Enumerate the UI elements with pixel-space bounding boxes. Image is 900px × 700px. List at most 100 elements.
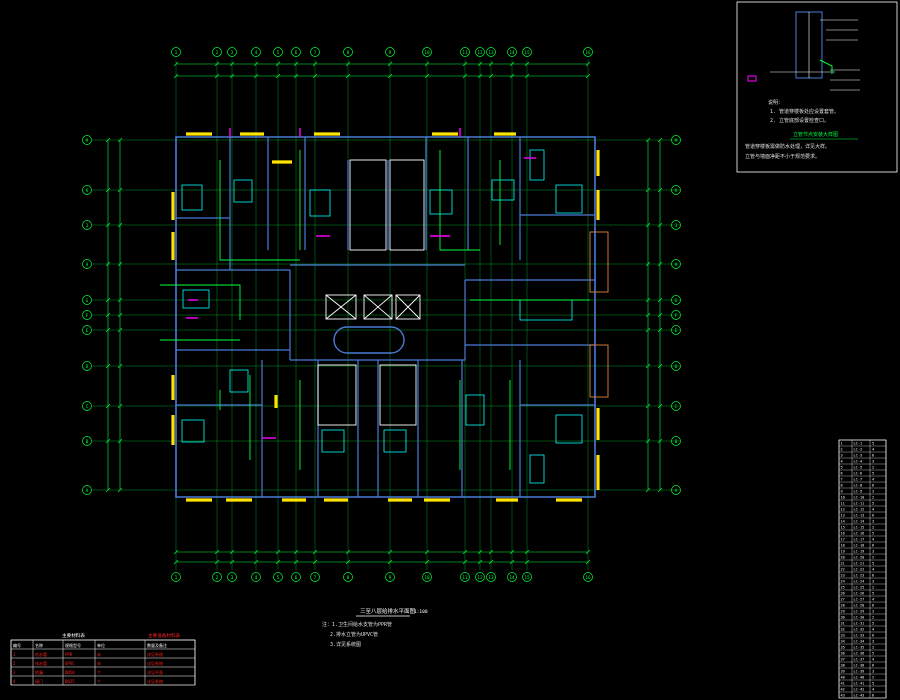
axis-bubble bbox=[82, 259, 92, 269]
dimension-tick bbox=[345, 559, 351, 565]
schedule-cell: LC-2 bbox=[854, 448, 863, 452]
axis-bubble-label: E bbox=[675, 328, 678, 334]
axis-bubble bbox=[82, 185, 92, 195]
schedule-cell: 3 bbox=[872, 610, 874, 614]
axis-bubble bbox=[212, 47, 222, 57]
schedule-cell: LC-24 bbox=[854, 580, 865, 584]
schedule-cell: 36 bbox=[841, 652, 845, 656]
axis-bubble-label: H bbox=[86, 262, 89, 268]
schedule-cell: LC-39 bbox=[854, 670, 865, 674]
schedule-cell: 2 bbox=[872, 586, 874, 590]
schedule-cell: 5 bbox=[872, 562, 874, 566]
schedule-cell: 3 bbox=[872, 490, 874, 494]
schedule-cell: 26 bbox=[841, 592, 845, 596]
schedule-cell: 41 bbox=[841, 682, 845, 686]
schedule-cell: LC-15 bbox=[854, 526, 865, 530]
axis-bubble bbox=[251, 47, 261, 57]
detail-note-1: 1. 管道穿楼板处应设置套管。 bbox=[770, 108, 839, 115]
dimension-tick bbox=[117, 312, 123, 318]
dimension-tick bbox=[645, 363, 651, 369]
dimension-tick bbox=[293, 73, 299, 79]
windows bbox=[171, 132, 600, 502]
dimension-tick bbox=[387, 61, 393, 67]
legend-header-cell: 名称 bbox=[35, 642, 43, 648]
dimension-tick bbox=[645, 261, 651, 267]
schedule-cell: 4 bbox=[872, 628, 874, 632]
schedule-cell: LC-20 bbox=[854, 556, 865, 560]
schedule-cell: LC-17 bbox=[854, 538, 865, 542]
schedule-cell: 2 bbox=[872, 466, 874, 470]
dimension-tick bbox=[657, 297, 663, 303]
drawing-title: 三至八层给排水平面图 bbox=[360, 607, 416, 615]
dimension-tick bbox=[645, 187, 651, 193]
axis-bubble bbox=[422, 47, 432, 57]
schedule-cell: 4 bbox=[872, 598, 874, 602]
legend-cell: 详见系统 bbox=[147, 651, 163, 657]
axis-bubble bbox=[671, 220, 681, 230]
schedule-cell: LC-11 bbox=[854, 502, 865, 506]
axis-bubble bbox=[522, 47, 532, 57]
dimension-tick bbox=[312, 61, 318, 67]
axis-bubble bbox=[343, 572, 353, 582]
dimension-tick bbox=[275, 549, 281, 555]
schedule-cell: 5 bbox=[872, 652, 874, 656]
dimension-tick bbox=[645, 327, 651, 333]
detail-panel: 说明： 1. 管道穿楼板处应设置套管。 2. 立管底部设置检查口。 立管节点安装… bbox=[736, 1, 898, 173]
schedule-cell: 19 bbox=[841, 550, 845, 554]
axis-bubble-label: 4 bbox=[255, 50, 258, 56]
dimension-tick bbox=[657, 487, 663, 493]
axis-bubble-label: A bbox=[675, 488, 678, 494]
dimension-tick bbox=[645, 222, 651, 228]
dimension-tick bbox=[105, 261, 111, 267]
schedule-cell: 38 bbox=[841, 664, 845, 668]
schedule-cell: LC-29 bbox=[854, 610, 865, 614]
dimension-tick bbox=[105, 438, 111, 444]
dimension-tick bbox=[424, 559, 430, 565]
axis-bubble bbox=[82, 220, 92, 230]
legend-cell: 排水管 bbox=[35, 660, 47, 666]
axis-bubble bbox=[671, 135, 681, 145]
axis-bubble bbox=[171, 47, 181, 57]
axis-bubble bbox=[475, 47, 485, 57]
water-pipes bbox=[160, 150, 590, 470]
schedule-cell: LC-35 bbox=[854, 646, 865, 650]
dimension-tick bbox=[657, 261, 663, 267]
schedule-cell: 32 bbox=[841, 628, 845, 632]
axis-bubble-label: D bbox=[86, 364, 89, 370]
axis-bubble bbox=[310, 47, 320, 57]
axis-bubble bbox=[273, 572, 283, 582]
dimension-tick bbox=[214, 73, 220, 79]
axis-bubble-label: 14 bbox=[509, 50, 515, 56]
dimension-tick bbox=[173, 61, 179, 67]
schedule-cell: LC-4 bbox=[854, 460, 863, 464]
schedule-cell: 3 bbox=[872, 460, 874, 464]
dimension-tick bbox=[462, 549, 468, 555]
schedule-cell: LC-32 bbox=[854, 628, 865, 632]
axis-bubble bbox=[486, 572, 496, 582]
dimension-tick bbox=[117, 403, 123, 409]
axis-bubble bbox=[227, 572, 237, 582]
schedule-cell: 2 bbox=[872, 496, 874, 500]
axis-bubble-label: 15 bbox=[524, 50, 530, 56]
dimension-tick bbox=[477, 559, 483, 565]
axis-bubble bbox=[475, 572, 485, 582]
dimension-tick bbox=[117, 297, 123, 303]
axis-bubble bbox=[343, 47, 353, 57]
schedule-cell: 5 bbox=[841, 466, 843, 470]
axis-bubble-label: 7 bbox=[314, 50, 317, 56]
dimension-tick bbox=[645, 312, 651, 318]
dimension-tick bbox=[105, 403, 111, 409]
schedule-cell: 9 bbox=[841, 490, 843, 494]
axis-bubble bbox=[460, 47, 470, 57]
axis-bubble-label: 2 bbox=[216, 50, 219, 56]
dimension-tick bbox=[657, 363, 663, 369]
schedule-cell: 2 bbox=[872, 616, 874, 620]
schedule-cell: 40 bbox=[841, 676, 845, 680]
dimension-tick bbox=[488, 549, 494, 555]
axis-bubble bbox=[251, 572, 261, 582]
axis-bubble-label: K bbox=[86, 188, 89, 194]
dimension-tick bbox=[253, 549, 259, 555]
axis-bubble-label: 11 bbox=[462, 50, 468, 56]
